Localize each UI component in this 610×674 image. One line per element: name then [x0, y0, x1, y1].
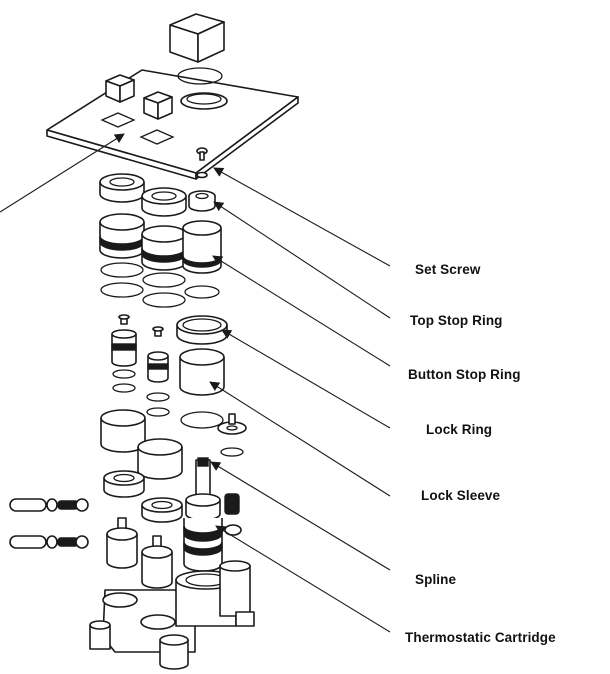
label-spline: Spline	[415, 572, 457, 587]
adapter-mid-top	[141, 187, 187, 217]
cartridge-mid	[141, 535, 173, 589]
leader-lock-sleeve	[209, 381, 391, 497]
small-cartridge-left	[111, 314, 137, 367]
leader-top-stop-ring	[213, 201, 391, 319]
label-lock-ring: Lock Ring	[426, 422, 493, 437]
label-set-screw: Set Screw	[415, 262, 481, 277]
handle-cube-small-left	[105, 74, 135, 103]
trim-sleeve-left	[100, 409, 146, 453]
knurled-nut-left	[103, 470, 145, 498]
label-thermostatic-cartridge: Thermostatic Cartridge	[405, 630, 556, 645]
adapter-left-top	[99, 173, 145, 203]
mounting-screws	[57, 498, 89, 549]
knurled-nut-mid	[141, 497, 183, 523]
leader-lock-ring	[221, 329, 391, 429]
label-top-stop-ring: Top Stop Ring	[410, 313, 503, 328]
set-screw-part	[196, 147, 208, 179]
handle-cube-small-right	[143, 91, 173, 120]
leader-trim-plate	[0, 133, 125, 213]
cartridge-left	[106, 517, 138, 569]
leader-button-stop-ring	[212, 255, 391, 367]
trim-sleeve-mid	[137, 438, 183, 480]
handle-cube-large	[169, 13, 225, 85]
label-button-stop-ring: Button Stop Ring	[408, 367, 521, 382]
label-lock-sleeve: Lock Sleeve	[421, 488, 501, 503]
top-stop-ring-part	[188, 190, 216, 212]
valve-body	[89, 560, 255, 670]
o-rings	[100, 262, 244, 457]
sleeve-left	[99, 213, 145, 259]
leader-set-screw	[213, 167, 391, 267]
button-stop-ring-part	[182, 220, 222, 274]
lock-ring-part	[176, 315, 228, 345]
leader-spline	[210, 461, 391, 571]
thermostatic-cartridge-part	[183, 457, 223, 572]
leader-thermostatic-cartridge	[215, 525, 391, 633]
spring-part	[224, 493, 242, 536]
wall-anchors	[9, 498, 58, 549]
sleeve-mid	[141, 225, 187, 271]
small-cartridge-mid	[147, 326, 169, 383]
lock-sleeve-part	[179, 348, 225, 396]
trim-plate	[46, 69, 299, 180]
spline-cap-part	[217, 413, 247, 435]
